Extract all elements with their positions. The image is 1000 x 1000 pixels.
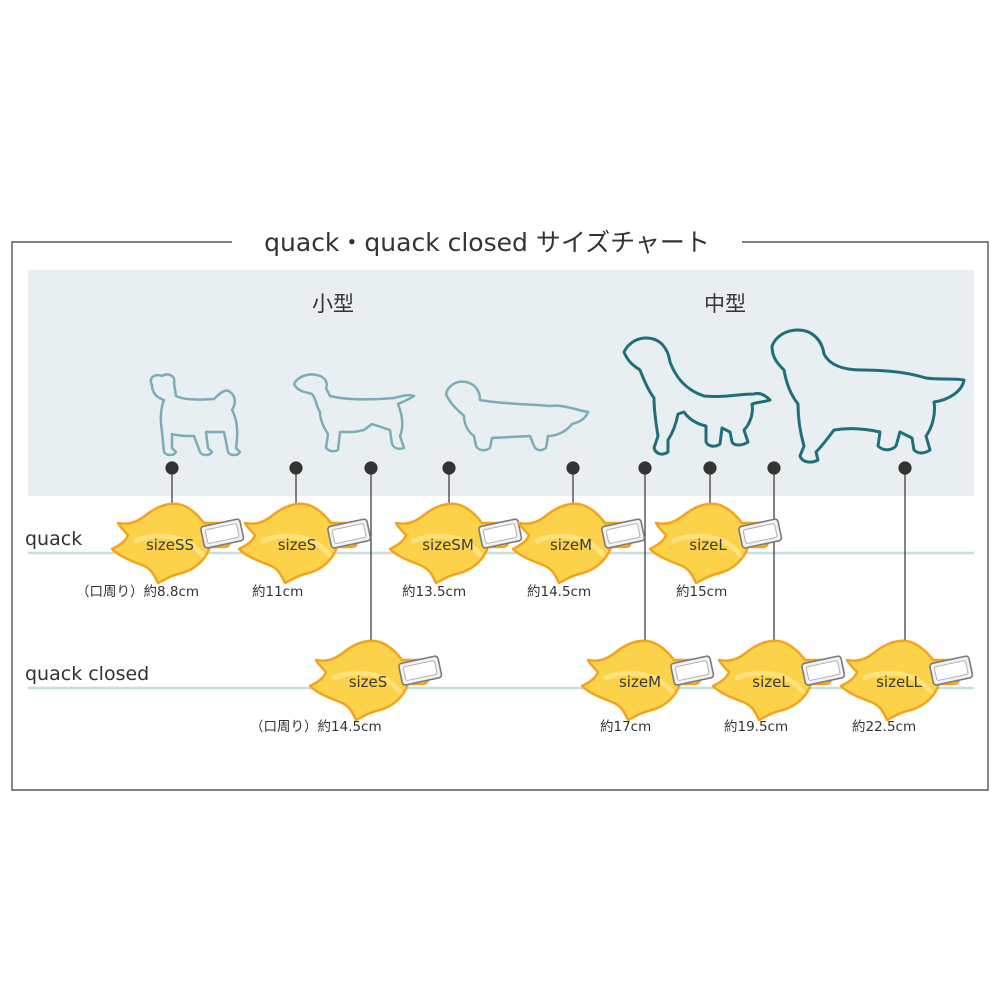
closed-measure-l: 約19.5cm bbox=[724, 719, 788, 735]
chart-title: quack・quack closed サイズチャート bbox=[264, 228, 710, 257]
dog-retriever-icon bbox=[770, 328, 966, 464]
category-medium-label: 中型 bbox=[704, 292, 746, 316]
quack-row-label: quack bbox=[25, 528, 82, 550]
size-label: sizeSS bbox=[146, 536, 194, 554]
quack-measure-m: 約14.5cm bbox=[527, 584, 591, 600]
dog-terrier-icon bbox=[292, 373, 416, 453]
closed-size-m: sizeM bbox=[582, 641, 714, 720]
size-label: sizeL bbox=[689, 536, 727, 554]
closed-size-ll: sizeLL bbox=[841, 641, 973, 720]
dog-labrador-icon bbox=[622, 336, 772, 456]
closed-size-l: sizeL bbox=[713, 641, 845, 720]
quack-size-l: sizeL bbox=[650, 504, 782, 583]
size-label: sizeM bbox=[619, 673, 661, 691]
closed-measure-s: （口周り）約14.5cm bbox=[250, 719, 382, 735]
size-label: sizeS bbox=[349, 673, 388, 691]
size-label: sizeLL bbox=[876, 673, 922, 691]
quack-measure-ss: （口周り）約8.8cm bbox=[76, 584, 199, 600]
quack-size-ss: sizeSS bbox=[112, 504, 244, 583]
frame bbox=[11, 241, 989, 791]
size-label: sizeSM bbox=[422, 536, 474, 554]
category-small-label: 小型 bbox=[312, 292, 354, 316]
connector-lines bbox=[165, 461, 912, 652]
closed-size-s: sizeS bbox=[310, 641, 442, 720]
size-label: sizeL bbox=[752, 673, 790, 691]
dog-poodle-icon bbox=[149, 373, 242, 457]
quack-size-s: sizeS bbox=[239, 504, 371, 583]
quack-measure-sm: 約13.5cm bbox=[402, 584, 466, 600]
closed-row-label: quack closed bbox=[25, 663, 149, 685]
quack-measure-s: 約11cm bbox=[252, 584, 303, 600]
size-label: sizeM bbox=[550, 536, 592, 554]
quack-size-sm: sizeSM bbox=[390, 504, 522, 583]
quack-measure-l: 約15cm bbox=[676, 584, 727, 600]
quack-size-m: sizeM bbox=[513, 504, 645, 583]
closed-measure-ll: 約22.5cm bbox=[852, 719, 916, 735]
closed-measure-m: 約17cm bbox=[600, 719, 651, 735]
size-label: sizeS bbox=[278, 536, 317, 554]
dog-dachshund-icon bbox=[444, 380, 590, 452]
